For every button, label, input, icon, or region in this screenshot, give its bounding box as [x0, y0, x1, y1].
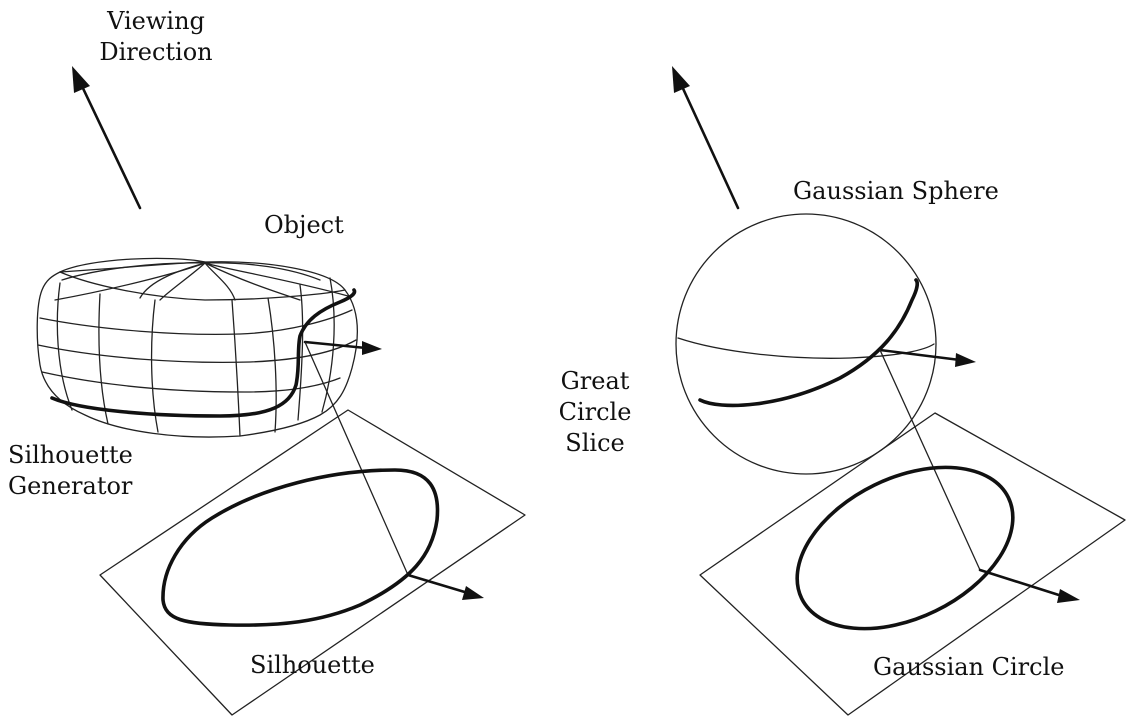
gaussian-projection-line: [879, 349, 981, 571]
silhouette-generator-line1: Silhouette: [8, 441, 133, 469]
projection-line: [304, 341, 409, 576]
projection-plane: [99, 409, 526, 716]
silhouette-generator-curve: [50, 288, 357, 418]
gaussian-circle-label: Gaussian Circle: [873, 653, 1065, 681]
great-circle-line2: Circle: [558, 398, 632, 427]
silhouette-generator-line2: Generator: [8, 472, 133, 501]
gaussian-circle-curve: [795, 465, 1015, 631]
viewing-direction-line1: Viewing: [107, 7, 205, 35]
object-wireframe: [36, 257, 358, 438]
right-panel: [672, 66, 1126, 716]
silhouette-curve: [161, 468, 440, 627]
object-normal-arrow: [303, 340, 382, 355]
silhouette-generator-label: Silhouette Generator: [8, 440, 133, 502]
left-panel: [36, 66, 526, 716]
great-circle-line1: Great: [560, 367, 630, 395]
gaussian-circle-normal-arrow: [978, 568, 1080, 603]
silhouette-label: Silhouette: [250, 651, 375, 679]
viewing-direction-arrow: [72, 66, 142, 210]
sphere-equator: [677, 337, 935, 359]
silhouette-normal-arrow: [406, 573, 484, 600]
viewing-direction-line2: Direction: [99, 38, 213, 67]
great-circle-line3: Slice: [565, 429, 625, 458]
great-circle-slice-label: Great Circle Slice: [545, 366, 645, 460]
gaussian-sphere: [675, 213, 937, 475]
viewing-direction-label: Viewing Direction: [76, 6, 236, 68]
gaussian-viewing-arrow: [672, 66, 740, 210]
gaussian-projection-plane: [699, 412, 1126, 716]
great-circle-slice: [698, 278, 919, 408]
sphere-normal-arrow: [878, 348, 976, 367]
gaussian-sphere-label: Gaussian Sphere: [793, 177, 999, 205]
object-label: Object: [264, 211, 344, 239]
